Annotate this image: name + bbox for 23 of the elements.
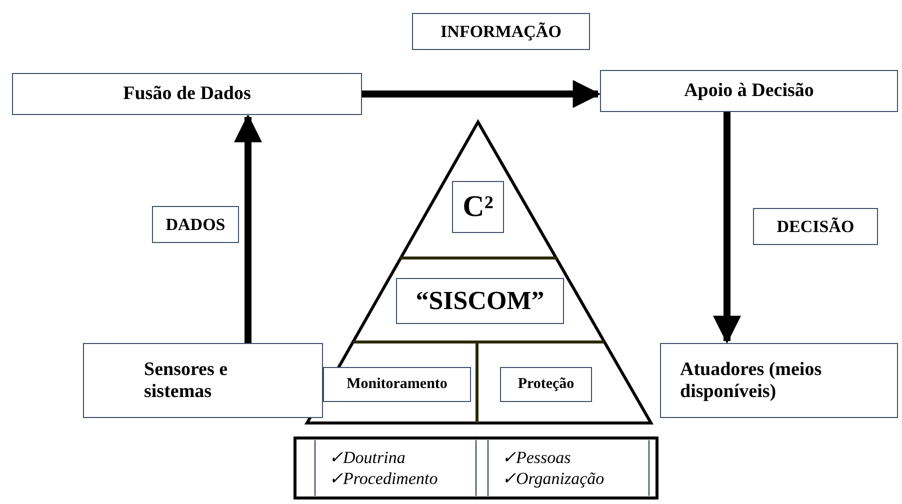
tier-box xyxy=(323,367,471,402)
process-box xyxy=(83,343,323,418)
node-label: Proteção xyxy=(518,376,574,393)
tier-box xyxy=(452,181,504,233)
tier-box xyxy=(396,278,564,324)
list-item: ✓Doutrina xyxy=(329,447,406,468)
list-item: ✓Pessoas xyxy=(502,447,571,468)
node-label: Atuadores (meios disponíveis) xyxy=(680,358,823,402)
node-label: Sensores e sistemas xyxy=(144,358,229,402)
process-box xyxy=(600,70,898,112)
list-item: ✓Organização xyxy=(502,468,604,489)
arrow xyxy=(234,114,262,343)
node-label: Apoio à Decisão xyxy=(684,80,814,102)
process-box xyxy=(12,73,362,115)
list-item: ✓Procedimento xyxy=(329,468,438,489)
node-label: C² xyxy=(462,190,494,224)
process-box xyxy=(660,343,898,418)
node-label: Fusão de Dados xyxy=(123,83,251,105)
arrow xyxy=(362,80,601,108)
node-label: “SISCOM” xyxy=(416,286,544,316)
tier-box xyxy=(500,367,592,402)
node-label: Monitoramento xyxy=(346,376,448,393)
arrow xyxy=(713,112,741,344)
